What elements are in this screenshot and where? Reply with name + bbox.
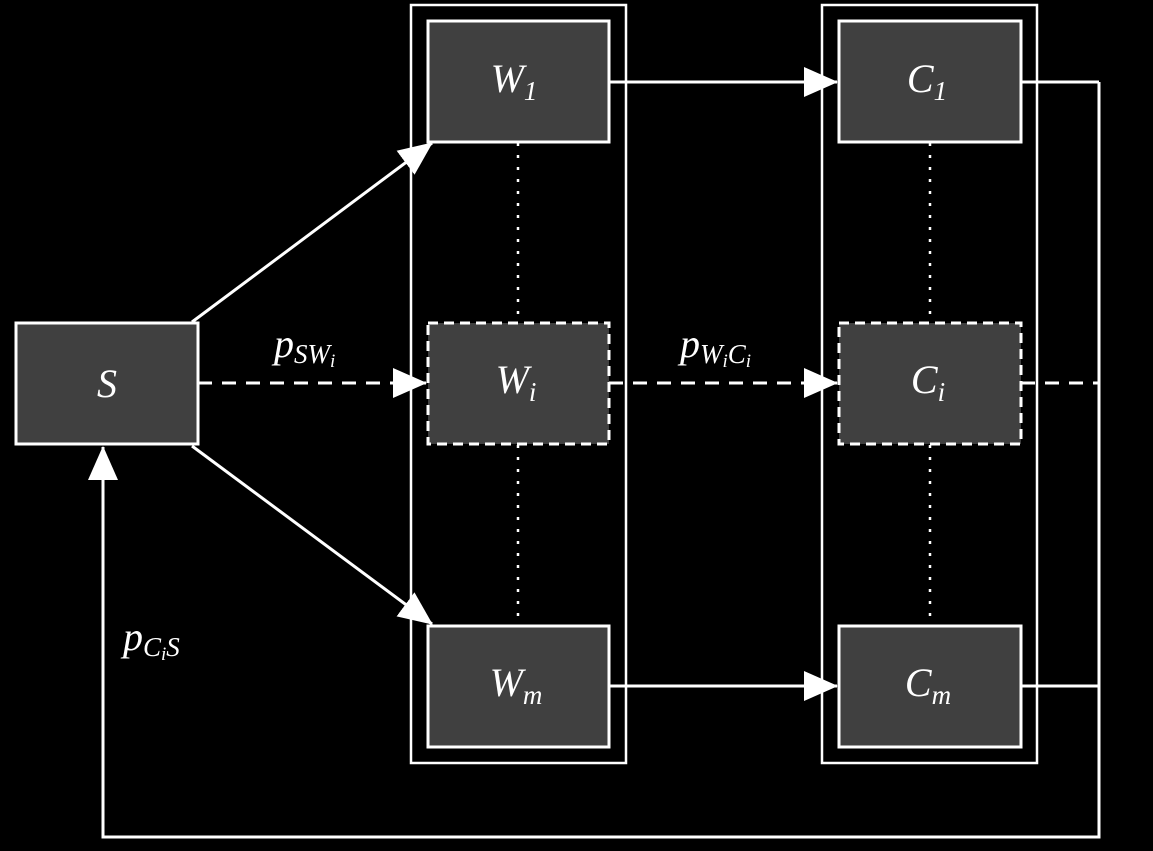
node-cm-label: Cm bbox=[905, 660, 951, 710]
node-ci-box bbox=[837, 321, 1023, 446]
edge-label-wi-ci-sub1-sub: i bbox=[723, 351, 728, 372]
node-w1-main: W bbox=[491, 56, 528, 101]
edge-label-wi-ci-sub2: C bbox=[728, 339, 747, 369]
node-s-box bbox=[14, 321, 200, 446]
node-wi-main: W bbox=[496, 357, 533, 402]
edge-label-wi-ci-sub2-sub: i bbox=[746, 351, 751, 372]
node-c1-box bbox=[837, 19, 1023, 144]
edge-label-s-wi-sub1: SW bbox=[294, 339, 333, 369]
edge-label-s-wi-main: p bbox=[271, 321, 294, 366]
node-wi-sub: i bbox=[529, 377, 537, 407]
node-w1-box bbox=[426, 19, 611, 144]
edge-label-wi-ci-main: p bbox=[677, 321, 700, 366]
node-ci-label: Ci bbox=[911, 357, 945, 407]
node-ci-sub: i bbox=[938, 377, 946, 407]
edge-label-wi-ci: pWiCi bbox=[677, 321, 751, 372]
node-wm-box bbox=[426, 624, 611, 749]
node-s-label: S bbox=[97, 361, 117, 406]
return-path-to-s bbox=[88, 82, 1101, 839]
node-wm-sub: m bbox=[523, 680, 543, 710]
node-cm-box bbox=[837, 624, 1023, 749]
node-c1-main: C bbox=[907, 56, 935, 101]
node-c1-label: C1 bbox=[907, 56, 947, 106]
node-c1-sub: 1 bbox=[934, 76, 948, 106]
node-s-main: S bbox=[97, 361, 117, 406]
edge-label-s-wi: pSWi bbox=[271, 321, 335, 372]
edge-label-wi-ci-sub1: W bbox=[700, 339, 725, 369]
edge-label-ci-s-main: p bbox=[120, 614, 143, 659]
node-cm-sub: m bbox=[932, 680, 952, 710]
node-w1-label: W1 bbox=[491, 56, 538, 106]
node-ci-main: C bbox=[911, 357, 939, 402]
node-wm-main: W bbox=[490, 660, 527, 705]
node-cm-main: C bbox=[905, 660, 933, 705]
node-wi-label: Wi bbox=[496, 357, 537, 407]
edge-label-ci-s: pCiS bbox=[120, 614, 180, 665]
node-w1-sub: 1 bbox=[524, 76, 538, 106]
edge-label-ci-s-sub1: C bbox=[143, 632, 162, 662]
node-wi-box bbox=[426, 321, 611, 446]
node-wm-label: Wm bbox=[490, 660, 543, 710]
edge-label-ci-s-sub2: S bbox=[166, 632, 180, 662]
edge-label-s-wi-sub2: i bbox=[330, 351, 335, 372]
edge-label-ci-s-sub1-sub: i bbox=[161, 644, 166, 665]
edge-s-w1 bbox=[191, 141, 433, 324]
edge-s-wm bbox=[191, 444, 433, 626]
